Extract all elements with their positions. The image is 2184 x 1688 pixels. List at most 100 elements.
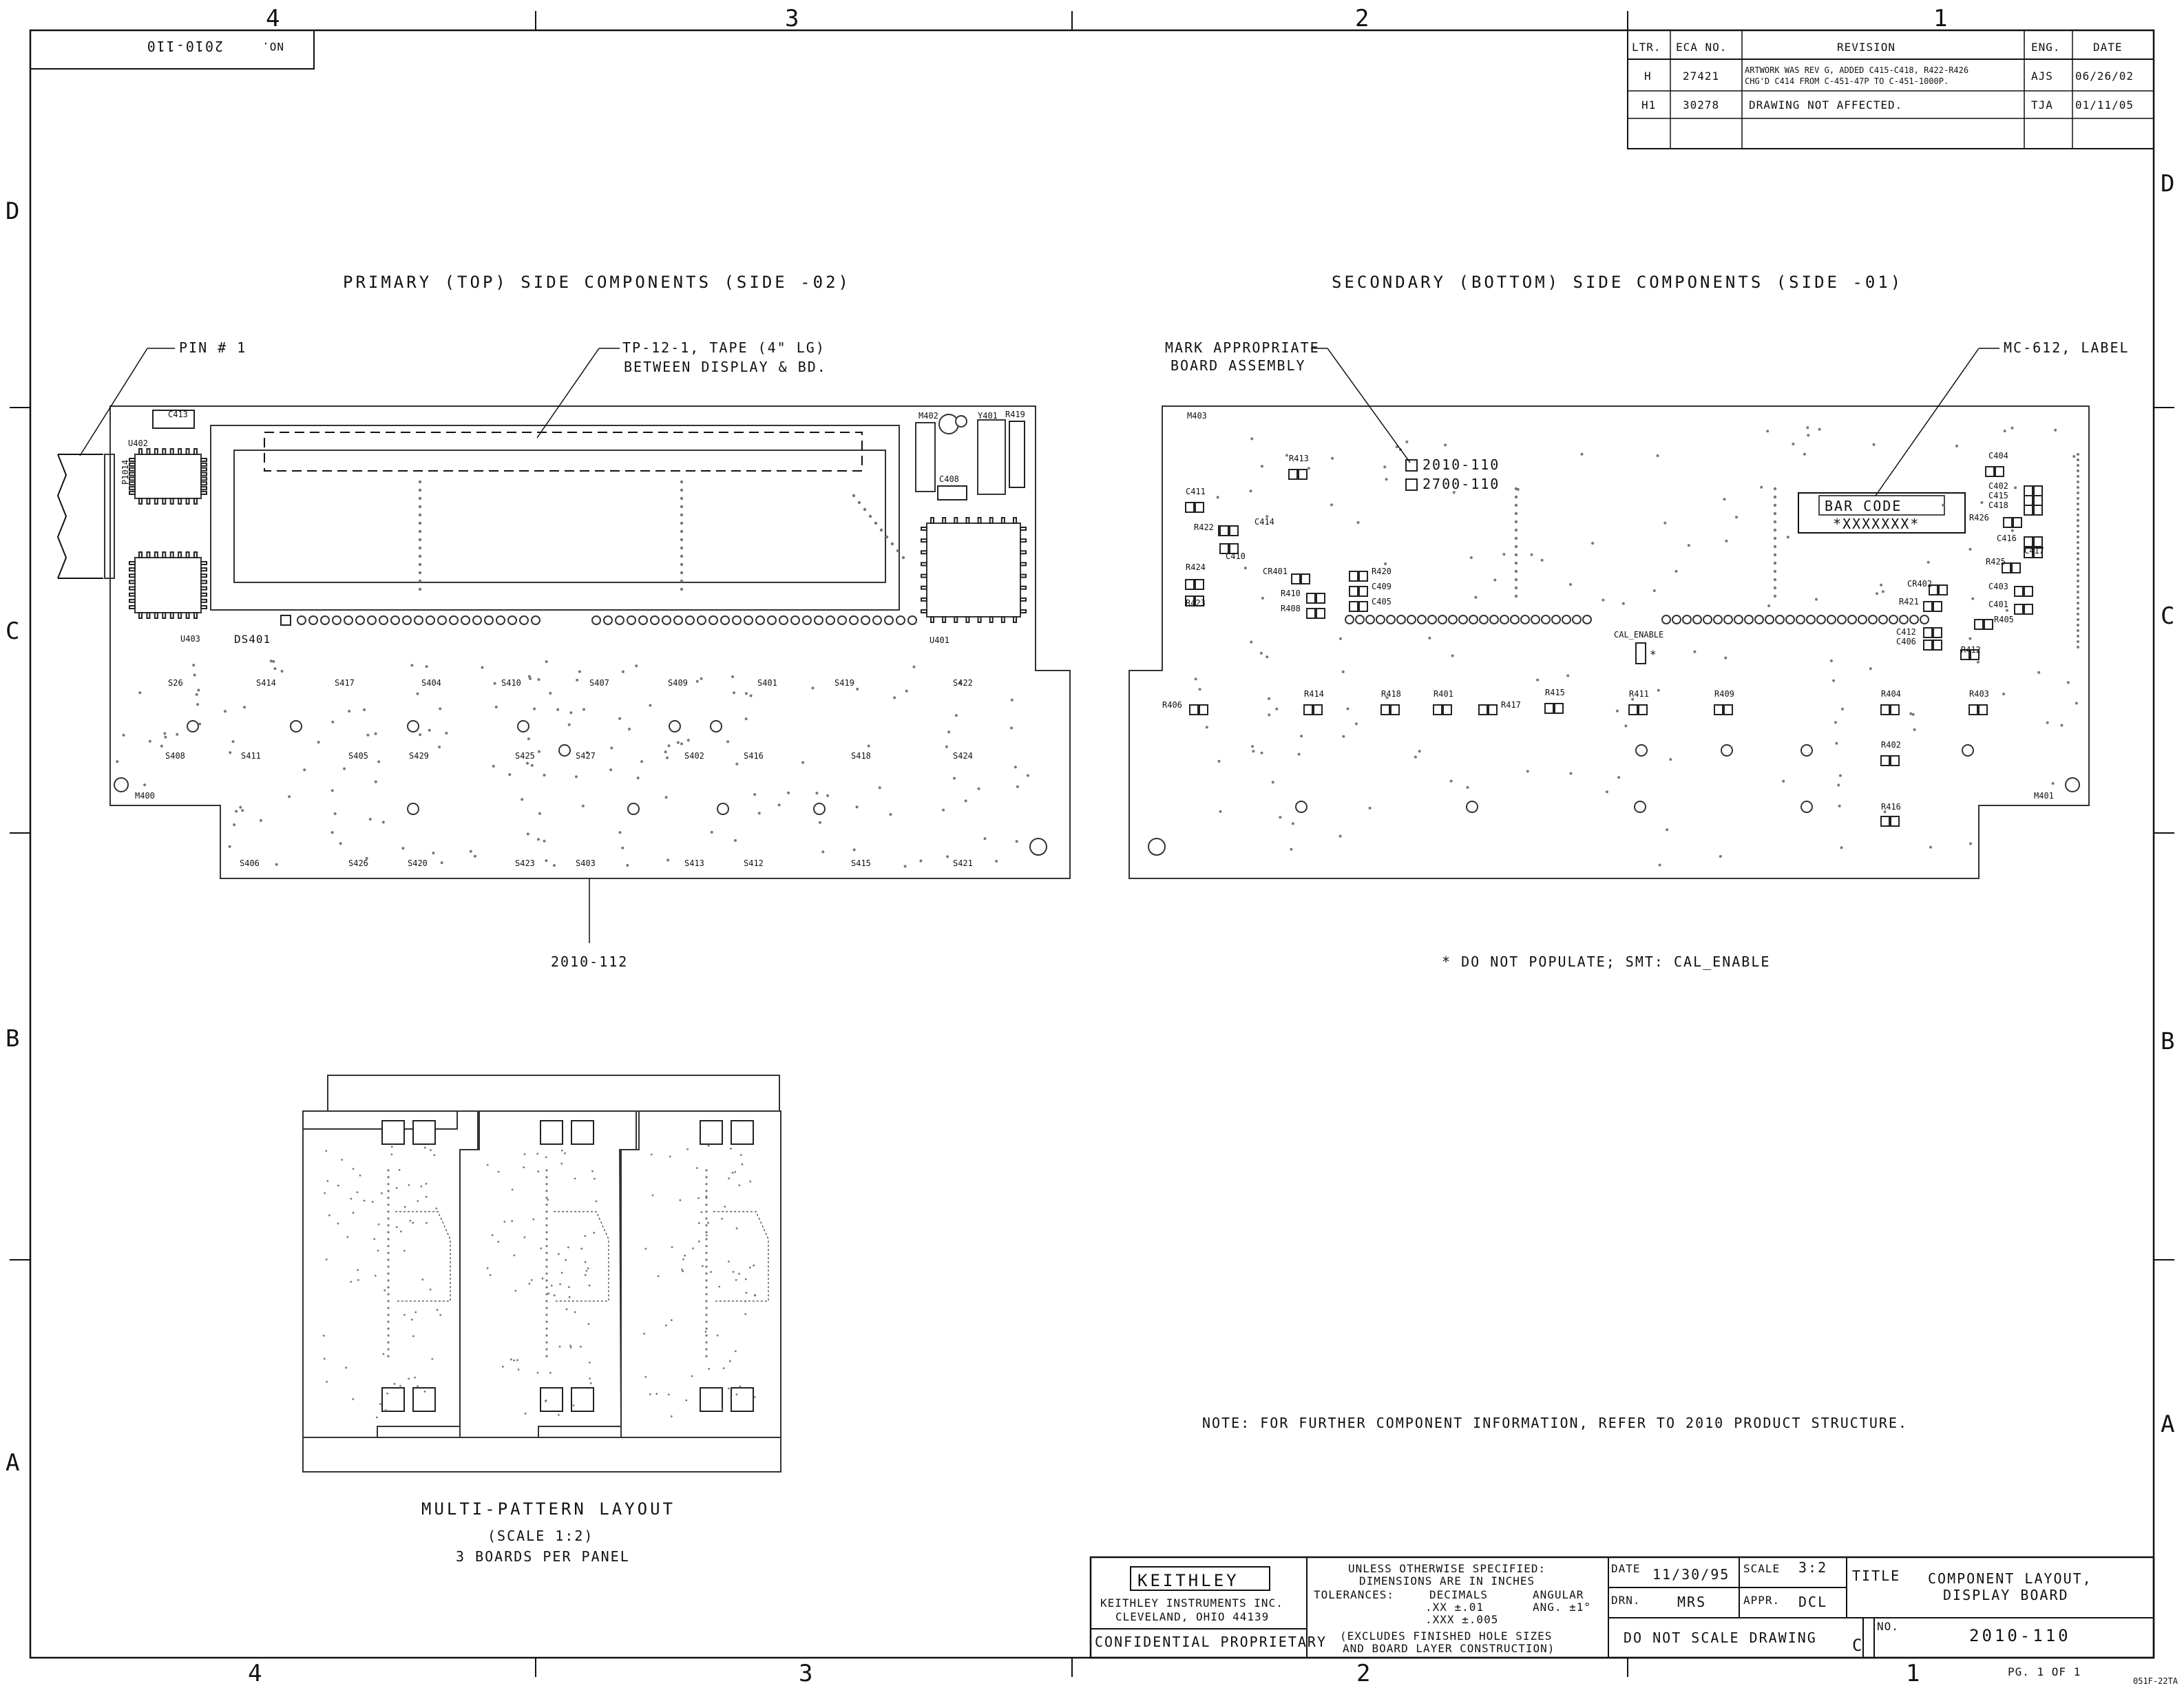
via xyxy=(1266,515,1269,518)
via xyxy=(1773,487,1777,491)
led xyxy=(755,615,765,625)
via xyxy=(399,1384,401,1387)
via xyxy=(1016,785,1019,788)
u403-chip xyxy=(134,557,202,613)
via xyxy=(395,1187,398,1189)
pad-c415 xyxy=(2024,495,2033,506)
switch-pad xyxy=(558,744,571,757)
via xyxy=(398,1169,401,1171)
via xyxy=(387,1355,390,1358)
via xyxy=(1252,750,1255,753)
switch-pad xyxy=(1466,801,1478,813)
chip-pin xyxy=(989,517,994,524)
via xyxy=(628,728,631,731)
via xyxy=(682,1270,684,1272)
via xyxy=(1580,452,1584,456)
pad-c417 xyxy=(2024,547,2033,558)
via xyxy=(2046,721,2049,724)
switch-pad xyxy=(1635,744,1648,757)
led-footprint xyxy=(1682,615,1692,624)
via xyxy=(545,1245,548,1247)
via xyxy=(903,865,907,868)
via xyxy=(1773,495,1777,499)
led-footprint xyxy=(1520,615,1530,624)
via xyxy=(708,1367,711,1370)
pad-r411 xyxy=(1628,704,1638,715)
via xyxy=(705,1252,708,1254)
via xyxy=(343,767,346,770)
via xyxy=(734,1171,737,1173)
via xyxy=(545,1320,548,1323)
via xyxy=(879,528,883,532)
ref-r408: R408 xyxy=(1281,604,1301,613)
via xyxy=(365,856,368,860)
pad-r402 xyxy=(1890,755,1900,766)
via xyxy=(1514,569,1518,573)
via xyxy=(549,1371,552,1374)
via xyxy=(735,1278,737,1281)
via xyxy=(657,1275,660,1278)
led-footprint xyxy=(1562,615,1571,624)
ref-r401: R401 xyxy=(1434,689,1453,699)
ref-r422: R422 xyxy=(1194,523,1214,532)
led-footprint xyxy=(1816,615,1826,624)
chip-pin xyxy=(1020,573,1027,578)
via xyxy=(1261,465,1263,468)
via xyxy=(489,1274,492,1276)
pad-r420 xyxy=(1349,571,1358,582)
via xyxy=(363,1199,366,1202)
u401-chip xyxy=(926,523,1021,618)
via xyxy=(138,691,142,695)
via xyxy=(537,678,540,682)
chip-pin xyxy=(154,498,158,505)
via xyxy=(705,1258,708,1261)
via xyxy=(1514,536,1518,540)
pad-c412 xyxy=(1923,627,1933,638)
ref-r403: R403 xyxy=(1969,689,1989,699)
via xyxy=(1405,440,1409,443)
via xyxy=(1968,637,1972,640)
via xyxy=(544,1400,547,1402)
via xyxy=(682,1258,684,1260)
panel-chip xyxy=(731,1120,754,1145)
led-footprint xyxy=(1572,615,1582,624)
via xyxy=(697,1197,700,1199)
via xyxy=(705,1327,708,1330)
pad-cr401 xyxy=(1291,573,1301,584)
via xyxy=(1291,822,1294,825)
via xyxy=(377,760,381,763)
via xyxy=(393,1382,396,1385)
via xyxy=(567,1246,569,1249)
via xyxy=(532,1218,535,1221)
via xyxy=(680,571,684,575)
via xyxy=(896,549,900,553)
ref-c415: C415 xyxy=(1988,491,2008,500)
via xyxy=(143,783,147,787)
via xyxy=(1250,437,1254,441)
via xyxy=(738,1272,740,1275)
via xyxy=(2077,558,2079,560)
via xyxy=(1271,781,1274,784)
via xyxy=(418,529,422,534)
via xyxy=(2051,782,2055,785)
via xyxy=(408,1184,410,1186)
via xyxy=(521,798,524,801)
via xyxy=(1838,774,1842,777)
via xyxy=(580,1345,582,1348)
via xyxy=(584,1234,587,1237)
led xyxy=(638,615,648,625)
via xyxy=(387,1334,390,1337)
chip-pin xyxy=(162,448,167,455)
via xyxy=(350,1197,353,1200)
via xyxy=(1449,779,1453,783)
via xyxy=(2005,609,2008,612)
via xyxy=(912,665,916,668)
panel-chip xyxy=(381,1387,405,1412)
chip-pin xyxy=(129,476,136,481)
led xyxy=(744,615,753,625)
led-footprint xyxy=(1754,615,1764,624)
via xyxy=(547,1199,549,1201)
chip-pin xyxy=(129,462,136,467)
chip-pin xyxy=(930,517,934,524)
led xyxy=(332,615,342,625)
